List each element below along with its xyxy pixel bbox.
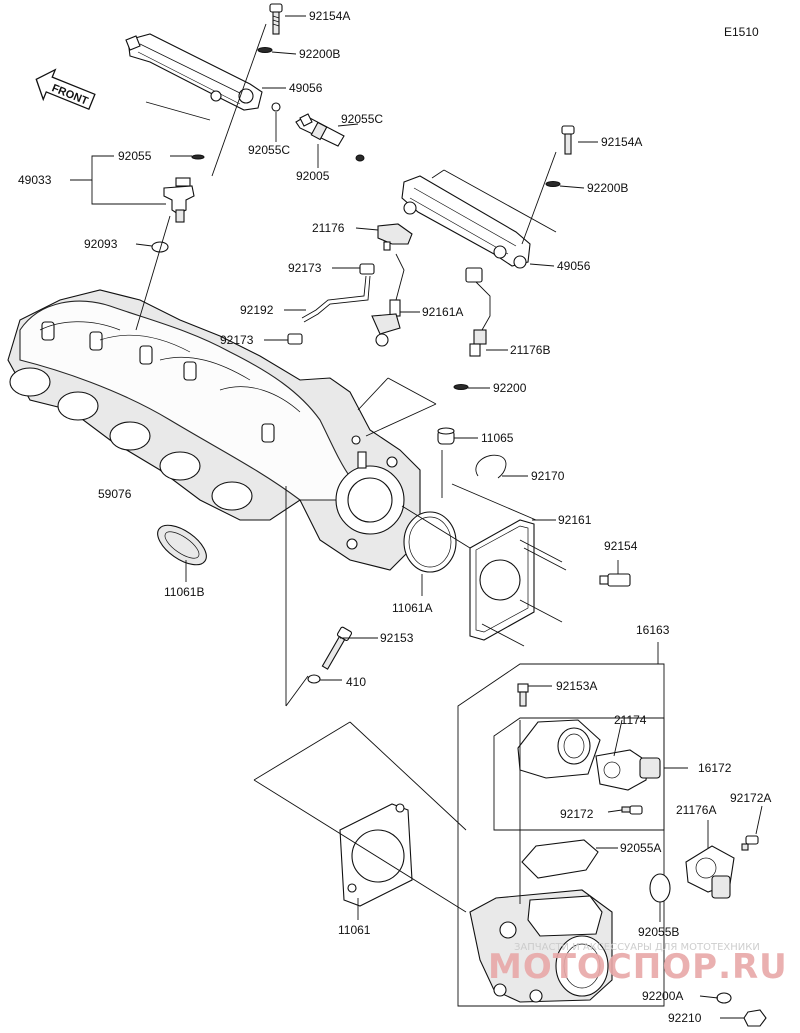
- callout-92153: 92153: [380, 631, 414, 645]
- watermark-caption: ЗАПЧАСТИ И АКСЕССУАРЫ ДЛЯ МОТОТЕХНИКИ: [514, 942, 760, 953]
- valve-21174: [595, 749, 661, 791]
- callout-92154A-right: 92154A: [601, 135, 642, 149]
- bolt-92153A: [517, 683, 529, 707]
- cap-11065: [437, 427, 455, 445]
- bolt-92154A-top: [269, 3, 283, 35]
- callout-21176: 21176: [312, 221, 345, 235]
- callout-49056-right: 49056: [557, 259, 591, 273]
- watermark-logo: МОТОСПОР.RU: [488, 947, 788, 987]
- leader-lines: [70, 15, 763, 1019]
- oring-92055: [191, 154, 205, 160]
- callout-11065: 11065: [481, 431, 514, 445]
- callout-92153A: 92153A: [556, 679, 597, 693]
- callout-92200B-right: 92200B: [587, 181, 628, 195]
- sensor-21176B: [465, 267, 491, 357]
- washer-92200: [453, 384, 469, 390]
- callout-92161: 92161: [558, 513, 592, 527]
- gasket-11061B: [157, 524, 207, 566]
- bolt-92172: [621, 805, 643, 815]
- throttle-body: [469, 889, 613, 1003]
- washer-92200B-top: [257, 47, 273, 53]
- gasket-11061A: [403, 511, 457, 573]
- bolt-92153: [321, 626, 353, 670]
- oring-92055B: [649, 873, 671, 903]
- watermark: ЗАПЧАСТИ И АКСЕССУАРЫ ДЛЯ МОТОТЕХНИКИ МО…: [488, 942, 788, 987]
- fuel-rail-right: [401, 175, 531, 269]
- callout-21176B: 21176B: [510, 343, 550, 357]
- callout-92161A: 92161A: [422, 305, 463, 319]
- callout-21176A: 21176A: [676, 803, 716, 817]
- fitting-92173-a: [359, 263, 375, 275]
- sensor-21176: [377, 223, 413, 251]
- housing-16172: [517, 719, 601, 779]
- callout-92172: 92172: [560, 807, 594, 821]
- assembly-box-16172: [493, 717, 665, 831]
- callout-59076: 59076: [98, 487, 132, 501]
- adapter-92161: [469, 519, 567, 647]
- sensor-92161A: [371, 253, 405, 347]
- callout-21174: 21174: [614, 713, 647, 727]
- callout-92173-b: 92173: [220, 333, 254, 347]
- gasket-92055A: [521, 839, 599, 879]
- washer-92200B-right: [545, 181, 561, 187]
- callout-16172: 16172: [698, 761, 732, 775]
- tube-92192: [301, 275, 367, 319]
- bolt-92154A-right: [561, 125, 575, 155]
- callout-92055C-b: 92055C: [248, 143, 290, 157]
- callout-92055A: 92055A: [620, 841, 661, 855]
- callout-92200A: 92200A: [642, 989, 683, 1003]
- callout-labels: 92154A 92200B 49056 92055C 92055C 92005 …: [18, 9, 771, 1025]
- oring-92055C-a: [271, 102, 281, 112]
- callout-92055C-a: 92055C: [341, 112, 383, 126]
- diagram-code: E1510: [724, 25, 759, 39]
- callout-11061A: 11061A: [392, 601, 432, 615]
- callout-92192: 92192: [240, 303, 274, 317]
- intake-manifold-59076: [7, 289, 421, 571]
- callout-11061B: 11061B: [164, 585, 204, 599]
- callout-92055B: 92055B: [638, 925, 679, 939]
- callout-49056-top: 49056: [289, 81, 323, 95]
- callout-92200B-top: 92200B: [299, 47, 340, 61]
- callout-16163: 16163: [636, 623, 670, 637]
- callout-92005: 92005: [296, 169, 330, 183]
- oring-92055C-b: [355, 154, 365, 162]
- fuel-rail-left: [125, 33, 263, 111]
- fitting-92005: [295, 113, 345, 147]
- nut-92210: [743, 1009, 767, 1027]
- callout-92154: 92154: [604, 539, 638, 553]
- callout-92172A: 92172A: [730, 791, 771, 805]
- callout-92055: 92055: [118, 149, 152, 163]
- bolt-92154: [599, 573, 631, 587]
- callout-92173-a: 92173: [288, 261, 322, 275]
- front-arrow-icon: FRONT: [35, 68, 96, 111]
- callout-92154A-top: 92154A: [309, 9, 350, 23]
- callout-92170: 92170: [531, 469, 565, 483]
- clip-92170: [475, 454, 507, 479]
- sensor-21176A: [685, 845, 735, 899]
- callout-92200: 92200: [493, 381, 527, 395]
- callout-11061: 11061: [338, 923, 371, 937]
- callout-410: 410: [346, 675, 366, 689]
- callout-49033: 49033: [18, 173, 52, 187]
- injector-49033: [163, 177, 195, 223]
- assembly-box-16163: [457, 663, 665, 1007]
- fitting-92173-b: [287, 333, 303, 345]
- bolt-92172A: [741, 835, 759, 851]
- callout-92210: 92210: [668, 1011, 702, 1025]
- callout-92093: 92093: [84, 237, 118, 251]
- washer-410: [307, 674, 321, 684]
- oring-92093: [151, 241, 169, 253]
- gasket-11061: [339, 803, 413, 907]
- washer-92200A: [716, 992, 732, 1004]
